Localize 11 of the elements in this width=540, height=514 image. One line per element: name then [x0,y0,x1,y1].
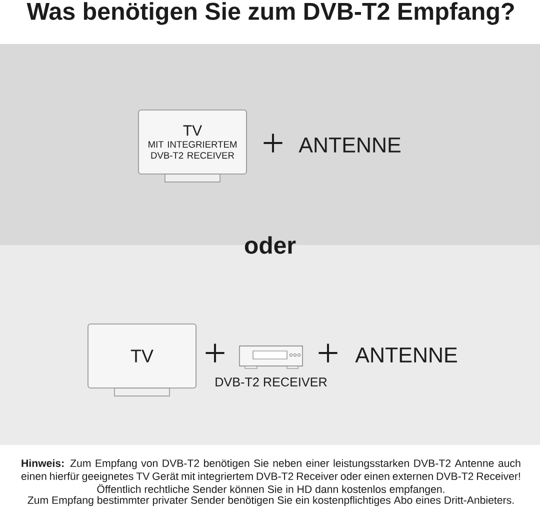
plus-sign: + [206,344,224,362]
label: oder [244,236,296,254]
note: Zum Empfang bestimmter privater Sender benötigen Sie ein kostenpflichtiges Abo eines Dritt-Anbieters. [28,496,514,506]
receiver-icon [239,346,303,369]
label: ANTENNE [298,138,400,152]
tv-screen: TV MIT INTEGRIERTEM DVB-T2 RECEIVER [138,110,247,174]
tv-screen: TV [88,324,196,388]
label: ANTENNE [355,348,457,362]
note: Hinweis: Zum Empfang von DVB-T2 benötigen Sie neben einer leistungsstarken DVB-T2 Antenne auch einen hierfür geeignetes TV Gerät mit integriertem DVB-T2 Receiver oder einen externen DVB-T2 Receiver! Öffentlich rechtliche Sender können Sie in HD dann kostenlos empfangen. [21,459,520,496]
title: Was benötigen Sie zum DVB-T2 Empfang? [26,2,514,25]
node-label: DVB-T2 RECEIVER [216,378,327,386]
